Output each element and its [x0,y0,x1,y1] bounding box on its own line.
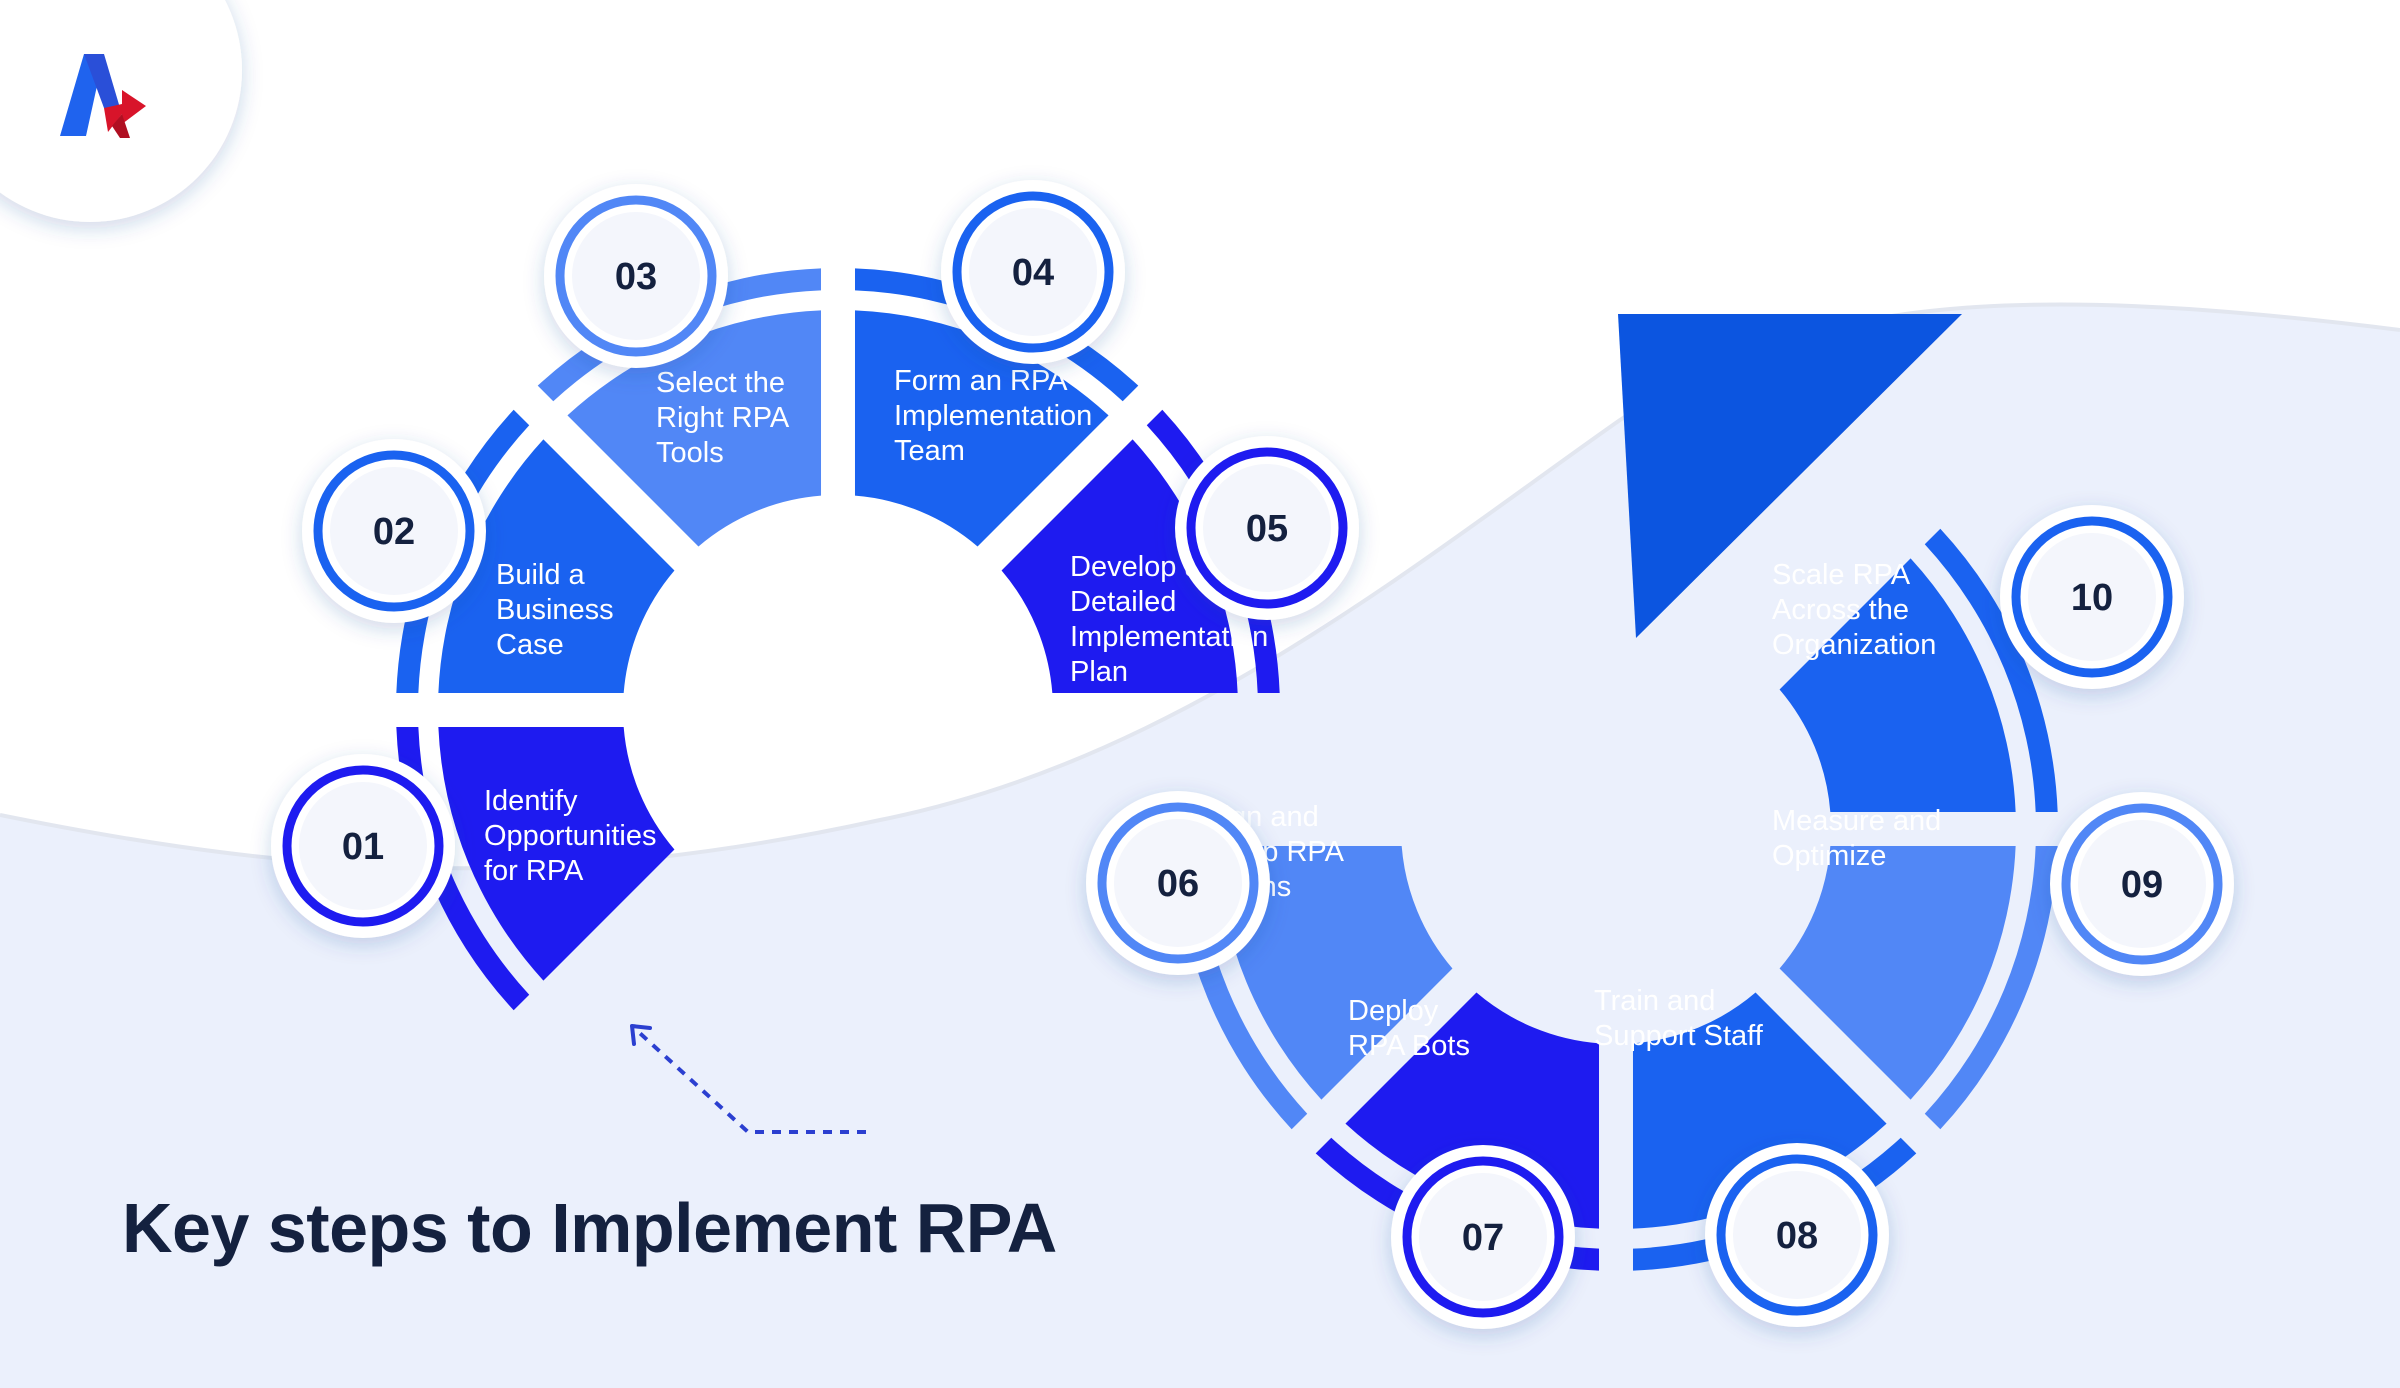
step-number: 08 [1776,1215,1818,1257]
step-label-line: Build a [496,559,586,591]
step-outer-band [1632,1137,1917,1271]
step-outer-band [1924,528,2058,813]
step-number-badge: 09 [2050,792,2234,976]
step-segment [567,310,822,547]
step-number-badge: 05 [1175,436,1359,620]
step-segment [438,439,675,694]
step-label-line: Scale RPA [1772,559,1911,591]
step-number-badge: 08 [1705,1143,1889,1327]
step-label-line: Detailed [1070,586,1176,618]
step-label-line: Train and [1594,985,1715,1017]
step-outer-band [854,268,1139,402]
brand-logo-icon [60,54,146,138]
step-label-line: Identify [484,785,578,817]
step-number: 06 [1157,863,1199,905]
step-label-line: Optimize [1772,840,1886,872]
step-label-line: Implementation [1070,621,1268,653]
step-label-line: Select the [656,367,785,399]
step-number: 05 [1246,508,1288,550]
step-number-badge: 07 [1391,1145,1575,1329]
step-number-badge: 06 [1086,791,1270,975]
brand-logo [0,0,242,222]
step-number-badge: 03 [544,184,728,368]
dashed-pointer-arrow-icon [630,1024,866,1134]
step-segment [438,726,675,981]
step-01 [396,726,675,1011]
step-04 [854,268,1139,547]
step-label-line: Organization [1772,629,1936,661]
step-number: 10 [2071,577,2113,619]
step-outer-band [1924,845,2058,1130]
number-badges-layer: 01 02 03 04 05 06 07 08 09 10 [271,180,2234,1329]
step-label-line: Deploy [1348,995,1439,1027]
step-outer-band [1146,409,1280,694]
step-number: 04 [1012,252,1054,294]
step-outer-band [537,268,822,402]
step-number: 09 [2121,864,2163,906]
step-label-line: Right RPA [656,402,790,434]
step-label-line: Opportunities [484,820,657,852]
step-02 [396,409,675,694]
step-09 [1779,845,2058,1130]
step-outer-band [396,726,530,1011]
step-number-badge: 04 [941,180,1125,364]
step-label-line: Case [496,629,564,661]
step-segment [1779,845,2016,1100]
step-number: 01 [342,826,384,868]
step-label-line: Plan [1070,656,1128,688]
step-label-line: Across the [1772,594,1909,626]
step-label-line: Team [894,435,965,467]
step-label-line: Form an RPA [894,365,1068,397]
step-segment [1216,845,1453,1100]
segments-layer [396,268,2058,1271]
step-label-line: Business [496,594,614,626]
step-label-line: for RPA [484,855,584,887]
step-number-badge: 01 [271,754,455,938]
page-title: Key steps to Implement RPA [122,1189,1057,1267]
arrow-banner-shape [1618,314,1962,638]
step-label-line: Support Staff [1594,1020,1764,1052]
step-segment [1779,558,2016,813]
step-segment [854,310,1109,547]
step-label-line: Measure and [1772,805,1941,837]
step-label-line: RPA Bots [1348,1030,1470,1062]
step-number-badge: 02 [302,439,486,623]
step-label-line: Tools [656,437,724,469]
step-number-badge: 10 [2000,505,2184,689]
step-number: 03 [615,256,657,298]
step-03 [537,268,822,547]
step-label-line: Implementation [894,400,1092,432]
step-outer-band [396,409,530,694]
step-number: 02 [373,511,415,553]
step-10 [1779,528,2058,813]
step-number: 07 [1462,1217,1504,1259]
